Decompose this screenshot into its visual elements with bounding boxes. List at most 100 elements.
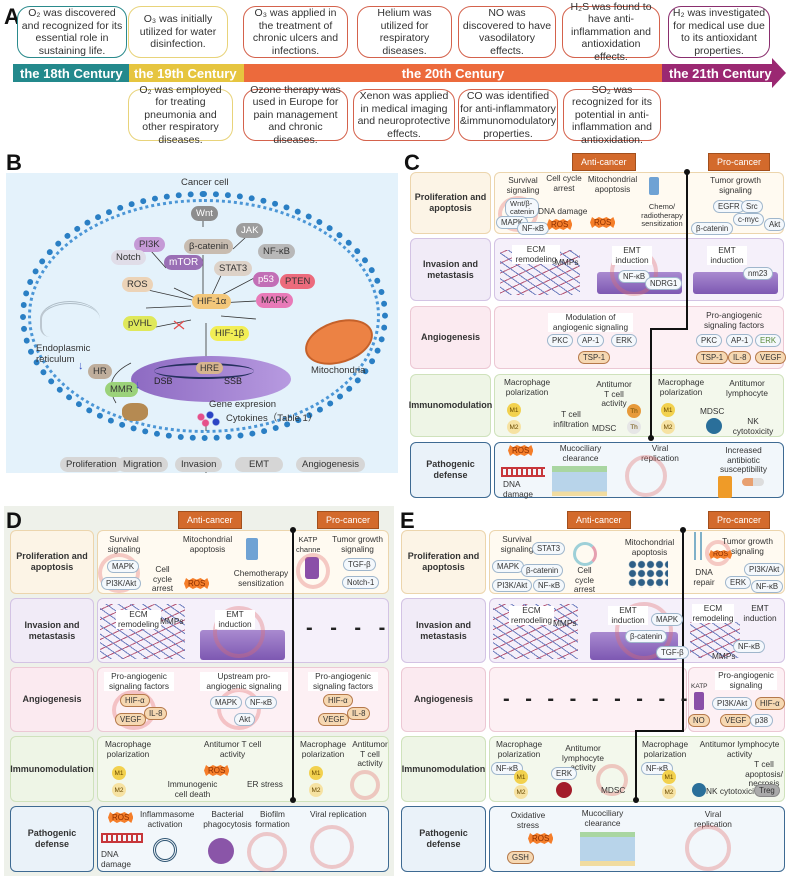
e-nfkb2-pill: NF-κB [751,580,784,593]
d-tumor-label: Tumor growth signaling [332,534,383,554]
c-erk2-pill: ERK [755,334,782,347]
cytokines-icon [192,409,222,429]
e-ecm-label: ECM remodeling [509,605,554,625]
c-tumor-label: Tumor growth signaling [710,175,761,195]
lymphocyte-icon [556,782,572,798]
e-pi3k-pill: PI3K/Akt [492,579,533,592]
node-hr: HR [88,364,112,379]
node-p53: p53 [253,272,279,287]
era-label: the 20th Century [401,65,505,81]
cell-cycle-icon [573,542,597,566]
er-label: Endoplasmic reticulum [36,343,91,365]
c-nm23-pill: nm23 [743,267,773,280]
node-beta-catenin: β-catenin [184,239,234,254]
e-mapk-pill: MAPK [492,560,525,573]
timeline-event: O₂ was discovered and recognized for its… [17,6,127,58]
mmr-down-arrow: ↓ [135,379,141,391]
m2-macrophage-icon: M2 [309,783,323,797]
e-bcat-pill: β-catenin [625,630,668,643]
node-pten: PTEN [280,274,316,289]
outcome-emt: EMT [235,457,284,472]
c-tsp12-pill: TSP-1 [696,351,729,364]
apoptosis-icon [628,560,668,588]
th-cell-icon: Th [627,404,641,418]
row-label-immunomodulation: Immunomodulation [409,374,492,437]
timeline-event: H₂ was investigated for medical use due … [668,6,770,58]
m1-macrophage-icon: M1 [514,770,528,784]
d-emt-label: EMT induction [215,609,255,629]
d-mapk-pill: MAPK [210,696,243,709]
anti-pro-divider [682,530,684,730]
divider-dot [290,527,296,533]
e-lymph2-label: Antitumor lymphocyte activity [699,739,780,759]
outcome-invasion: Invasion [175,457,223,472]
c-il8-pill: IL-8 [728,351,752,364]
cancer-cell-diagram: Cancer cell Wnt JAK PI3K β-catenin STAT3… [6,173,398,473]
timeline-event: CO was identified for anti-inflammatory … [458,89,558,141]
cell-title: Cancer cell [181,177,229,188]
e-gsh-pill: GSH [507,851,534,864]
timeline-event: O₃ was applied in the treatment of chron… [243,6,348,58]
c-pkc-pill: PKC [547,334,574,347]
c-chemo-label: Chemo/ radiotherapy sensitization [641,202,683,228]
d-anti-label: Antitumor T cell activity [203,739,262,759]
row-label-invasion: Invasion and metastasis [401,598,486,663]
e-mito-label: Mitochondrial apoptosis [624,537,675,557]
c-emt2-label: EMT induction [707,245,747,265]
inhibit-icon [98,553,140,593]
e-ecm2-label: ECM remodeling [692,603,734,623]
d-il82-pill: IL-8 [347,707,371,720]
era-19th-century: the 19th Century [129,64,244,82]
e-katp-label: KATP [691,683,708,690]
e-vegf-pill: VEGF [720,714,752,727]
era-20th-century: the 20th Century [244,64,662,82]
row-label-angiogenesis: Angiogenesis [401,667,486,732]
anti-pro-divider [635,730,684,732]
c-ap1-pill: AP-1 [577,334,605,347]
d-notch-pill: Notch-1 [342,576,380,589]
katp-channel-icon [694,692,704,710]
row-label-proliferation: Proliferation and apoptosis [401,530,486,594]
row-label-proliferation: Proliferation and apoptosis [10,530,94,594]
inhibit-icon [217,688,261,730]
era-21th-century: the 21th Century [662,64,772,82]
ros-badge: ROS [508,445,534,456]
c-macro-label: Macrophage polarization [503,377,551,397]
anti-pro-divider [635,730,637,800]
anti-pro-divider [292,530,294,800]
timeline-event: Xenon was applied in medical imaging and… [353,89,455,141]
no-data-dashes: - - - - - - - - - [503,688,693,710]
c-ecm-label: ECM remodeling [512,244,560,264]
ros-badge: ROS [108,812,134,823]
divider-dot [680,527,686,533]
d-tgfb-pill: TGF-β [343,558,376,571]
inhibit-icon [247,832,287,872]
e-treg-pill: Treg [754,784,780,797]
divider-dot [684,169,690,175]
anti-pro-divider [650,328,688,330]
e-erk-pill: ERK [551,767,578,780]
panel-a-label: A [4,4,20,29]
m2-macrophage-icon: M2 [661,420,675,434]
inhibit-icon [296,553,330,589]
row-label-immunomodulation: Immunomodulation [10,736,94,802]
ros-badge: ROS [204,765,230,776]
pill-bottle-icon [718,476,732,498]
mito-label: Mitochondria [311,365,366,376]
d-hif2-pill: HIF-α [323,694,353,707]
cell-membrane-inner [28,199,380,433]
row-label-pathogenic-defense: Pathogenic defense [410,442,491,498]
m2-macrophage-icon: M2 [662,785,676,799]
d-up-label: Upstream pro-angiogenic signaling [200,671,288,691]
gene-expression-label: Gene expresion [209,399,277,410]
e-hif-pill: HIF-α [755,697,785,710]
node-mtor: mTOR [164,255,204,270]
inhibit-icon [310,825,354,869]
divider-dot [633,797,639,803]
row-label-pathogenic-defense: Pathogenic defense [10,806,94,872]
ros-badge: ROS [547,219,573,230]
c-mdsc2-label: MDSC [700,406,725,416]
e-no-pill: NO [688,714,710,727]
inhibit-icon [596,764,628,796]
node-jak: JAK [236,223,264,238]
